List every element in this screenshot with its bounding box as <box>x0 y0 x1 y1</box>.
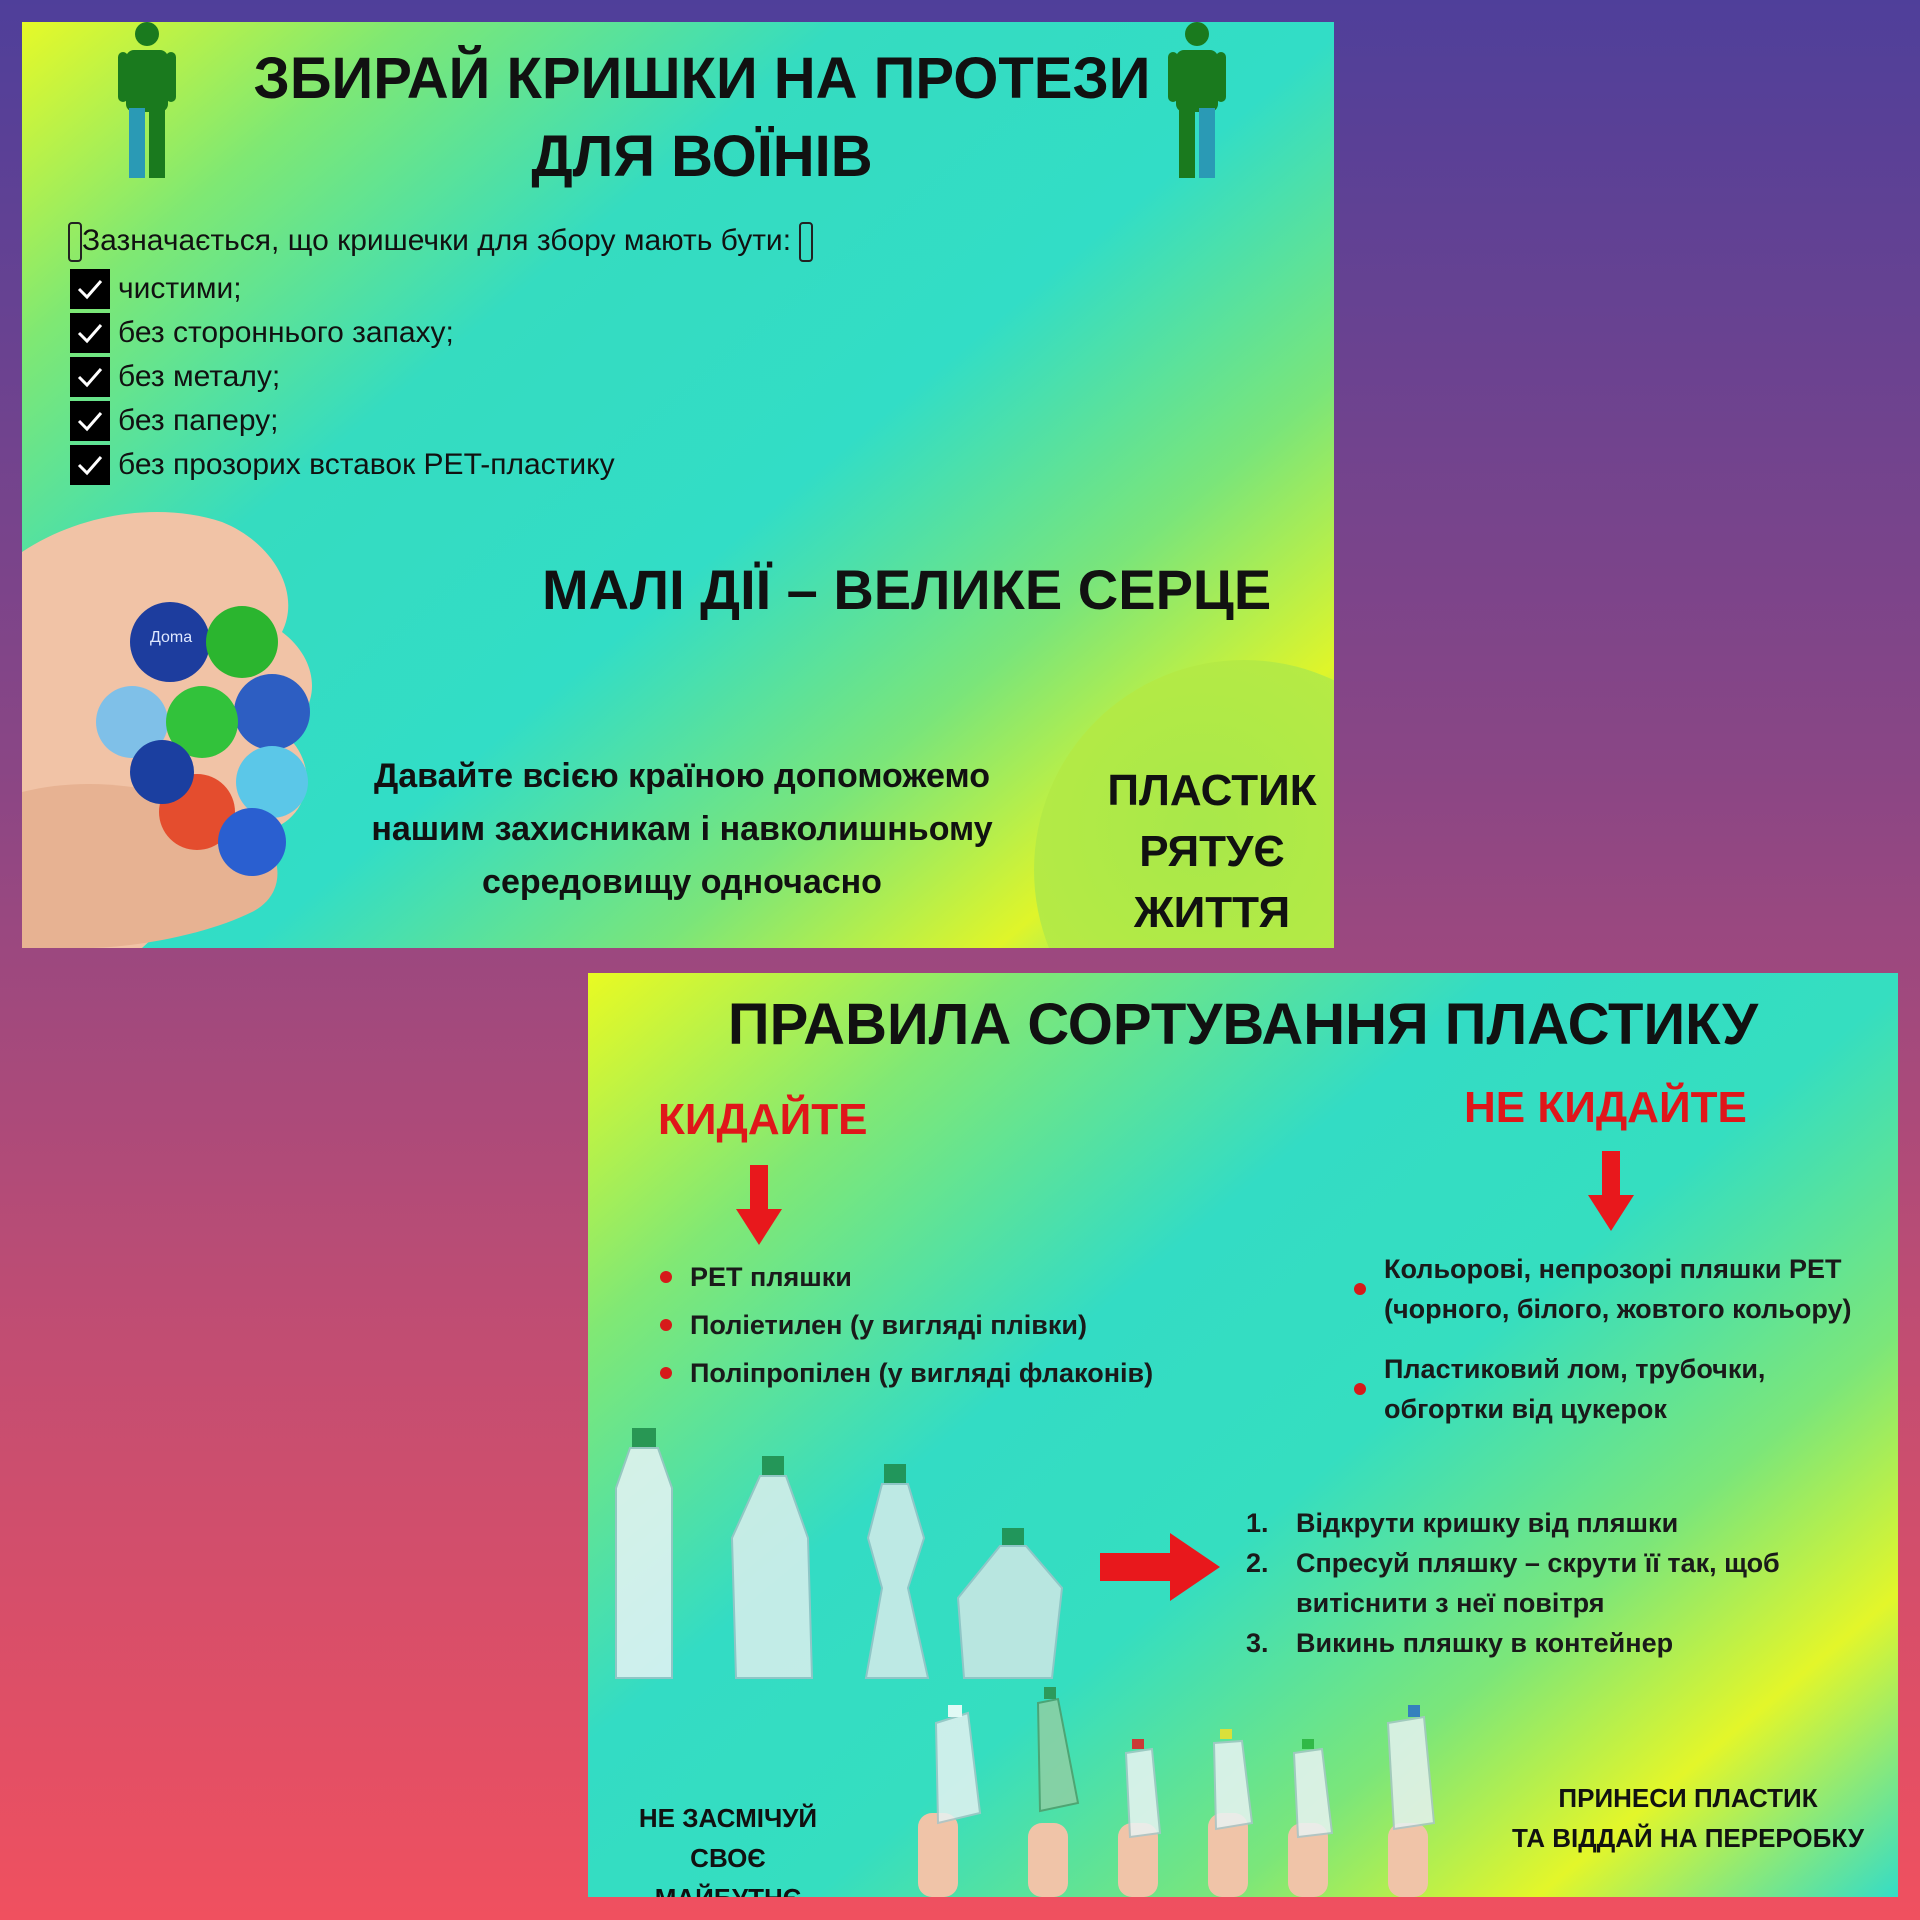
compressed-bottles-image <box>615 1428 1064 1679</box>
saves-line: ЖИТТЯ <box>1133 888 1291 937</box>
slogan: МАЛІ ДІЇ – ВЕЛИКЕ СЕРЦЕ <box>542 558 1272 621</box>
saves-line: ПЛАСТИК <box>1107 766 1317 815</box>
cap-brand-label: Доma <box>150 629 192 646</box>
list-item: без стороннього запаху; <box>70 311 615 355</box>
text-line: ТА ВІДДАЙ НА ПЕРЕРОБКУ <box>1511 1823 1865 1853</box>
sorting-title: ПРАВИЛА СОРТУВАННЯ ПЛАСТИКУ <box>727 992 1759 1057</box>
step-text: Викинь пляшку в контейнер <box>1296 1628 1674 1658</box>
step-item: 3. Викинь пляшку в контейнер <box>1246 1623 1866 1663</box>
exclamation-icon <box>799 222 814 262</box>
item-line: обгортки від цукерок <box>1384 1394 1667 1424</box>
no-throw-heading: НЕ КИДАЙТЕ <box>1464 1083 1747 1132</box>
right-arrow-icon <box>1100 1533 1220 1601</box>
saves-line: РЯТУЄ <box>1139 827 1285 876</box>
intro-text: Зазначається, що кришечки для збору мают… <box>82 223 792 257</box>
checkmark-icon <box>70 401 110 441</box>
text-line: ПРИНЕСИ ПЛАСТИК <box>1558 1783 1818 1813</box>
item-line: (чорного, білого, жовтого кольору) <box>1384 1294 1852 1324</box>
hands-with-caps-image: Доma <box>22 512 312 948</box>
poster-collect-caps: ЗБИРАЙ КРИШКИ НА ПРОТЕЗИ ДЛЯ ВОЇНІВ Зазн… <box>22 22 1334 948</box>
dont-litter-text: НЕ ЗАСМІЧУЙ СВОЄ МАЙБУТНЄ <box>628 1798 828 1897</box>
plastic-saves-life: ПЛАСТИК РЯТУЄ ЖИТТЯ <box>1082 760 1334 943</box>
throw-heading: КИДАЙТЕ <box>658 1095 868 1144</box>
bullet-icon <box>660 1271 672 1283</box>
bring-plastic-text: ПРИНЕСИ ПЛАСТИК ТА ВІДДАЙ НА ПЕРЕРОБКУ <box>1488 1778 1888 1858</box>
list-item: Кольорові, непрозорі пляшки PET (чорного,… <box>1354 1249 1852 1329</box>
exclamation-icon <box>68 222 82 262</box>
item-line: Кольорові, непрозорі пляшки PET <box>1384 1254 1842 1284</box>
person-icon-right <box>1168 22 1226 178</box>
list-item: чистими; <box>70 267 615 311</box>
step-text: Спресуй пляшку – скрути її так, щоб виті… <box>1296 1548 1780 1618</box>
requirement-text: без металу; <box>118 360 281 393</box>
appeal-text: Давайте всією країною допоможемо нашим з… <box>371 757 993 901</box>
item-text: Кольорові, непрозорі пляшки PET (чорного,… <box>1384 1249 1852 1329</box>
checkmark-icon <box>70 269 110 309</box>
item-text: Поліетилен (у вигляді плівки) <box>690 1309 1087 1340</box>
list-item: без паперу; <box>70 399 615 443</box>
list-item: без металу; <box>70 355 615 399</box>
poster-sorting-rules: ПРАВИЛА СОРТУВАННЯ ПЛАСТИКУ КИДАЙТЕ НЕ К… <box>588 973 1898 1897</box>
bullet-icon <box>660 1367 672 1379</box>
bullet-icon <box>660 1319 672 1331</box>
steps-list: 1. Відкрути кришку від пляшки 2. Спресуй п… <box>1246 1503 1866 1663</box>
requirements-list: чистими; без стороннього запаху; без мет… <box>70 267 615 487</box>
list-item: Пластиковий лом, трубочки, обгортки від ц… <box>1354 1349 1852 1429</box>
bullet-icon <box>1354 1383 1366 1395</box>
throw-list: PET пляшки Поліетилен (у вигляді плівки)… <box>660 1253 1153 1397</box>
step-number: 1. <box>1246 1508 1269 1538</box>
poster-title: ЗБИРАЙ КРИШКИ НА ПРОТЕЗИ ДЛЯ ВОЇНІВ <box>253 46 1151 189</box>
list-item: PET пляшки <box>660 1253 1153 1301</box>
requirement-text: без прозорих вставок PET-пластику <box>118 448 615 481</box>
item-text: Поліпропілен (у вигляді флаконів) <box>690 1357 1154 1388</box>
down-arrow-icon <box>1588 1151 1634 1231</box>
checkmark-icon <box>70 313 110 353</box>
requirement-text: чистими; <box>118 272 242 305</box>
item-line: Пластиковий лом, трубочки, <box>1384 1354 1766 1384</box>
requirement-text: без паперу; <box>118 404 279 437</box>
down-arrow-icon <box>736 1165 782 1245</box>
no-throw-list: Кольорові, непрозорі пляшки PET (чорного,… <box>1354 1249 1852 1429</box>
hands-holding-bottles-image <box>918 1687 1436 1897</box>
text-line: НЕ ЗАСМІЧУЙ <box>638 1803 818 1833</box>
list-item: Поліпропілен (у вигляді флаконів) <box>660 1349 1153 1397</box>
list-item: Поліетилен (у вигляді плівки) <box>660 1301 1153 1349</box>
person-icon-left <box>118 22 176 178</box>
list-item: без прозорих вставок PET-пластику <box>70 443 615 487</box>
requirement-text: без стороннього запаху; <box>118 316 454 349</box>
step-number: 2. <box>1246 1548 1269 1578</box>
step-number: 3. <box>1246 1628 1269 1658</box>
step-item: 2. Спресуй пляшку – скрути її так, щоб ви… <box>1246 1543 1866 1623</box>
checkmark-icon <box>70 445 110 485</box>
step-text: Відкрути кришку від пляшки <box>1296 1508 1679 1538</box>
requirements-intro: Зазначається, що кришечки для збору мают… <box>68 222 814 262</box>
bullet-icon <box>1354 1283 1366 1295</box>
text-line: СВОЄ МАЙБУТНЄ <box>655 1843 802 1897</box>
item-text: Пластиковий лом, трубочки, обгортки від ц… <box>1384 1349 1765 1429</box>
checkmark-icon <box>70 357 110 397</box>
step-item: 1. Відкрути кришку від пляшки <box>1246 1503 1866 1543</box>
item-text: PET пляшки <box>690 1261 852 1292</box>
